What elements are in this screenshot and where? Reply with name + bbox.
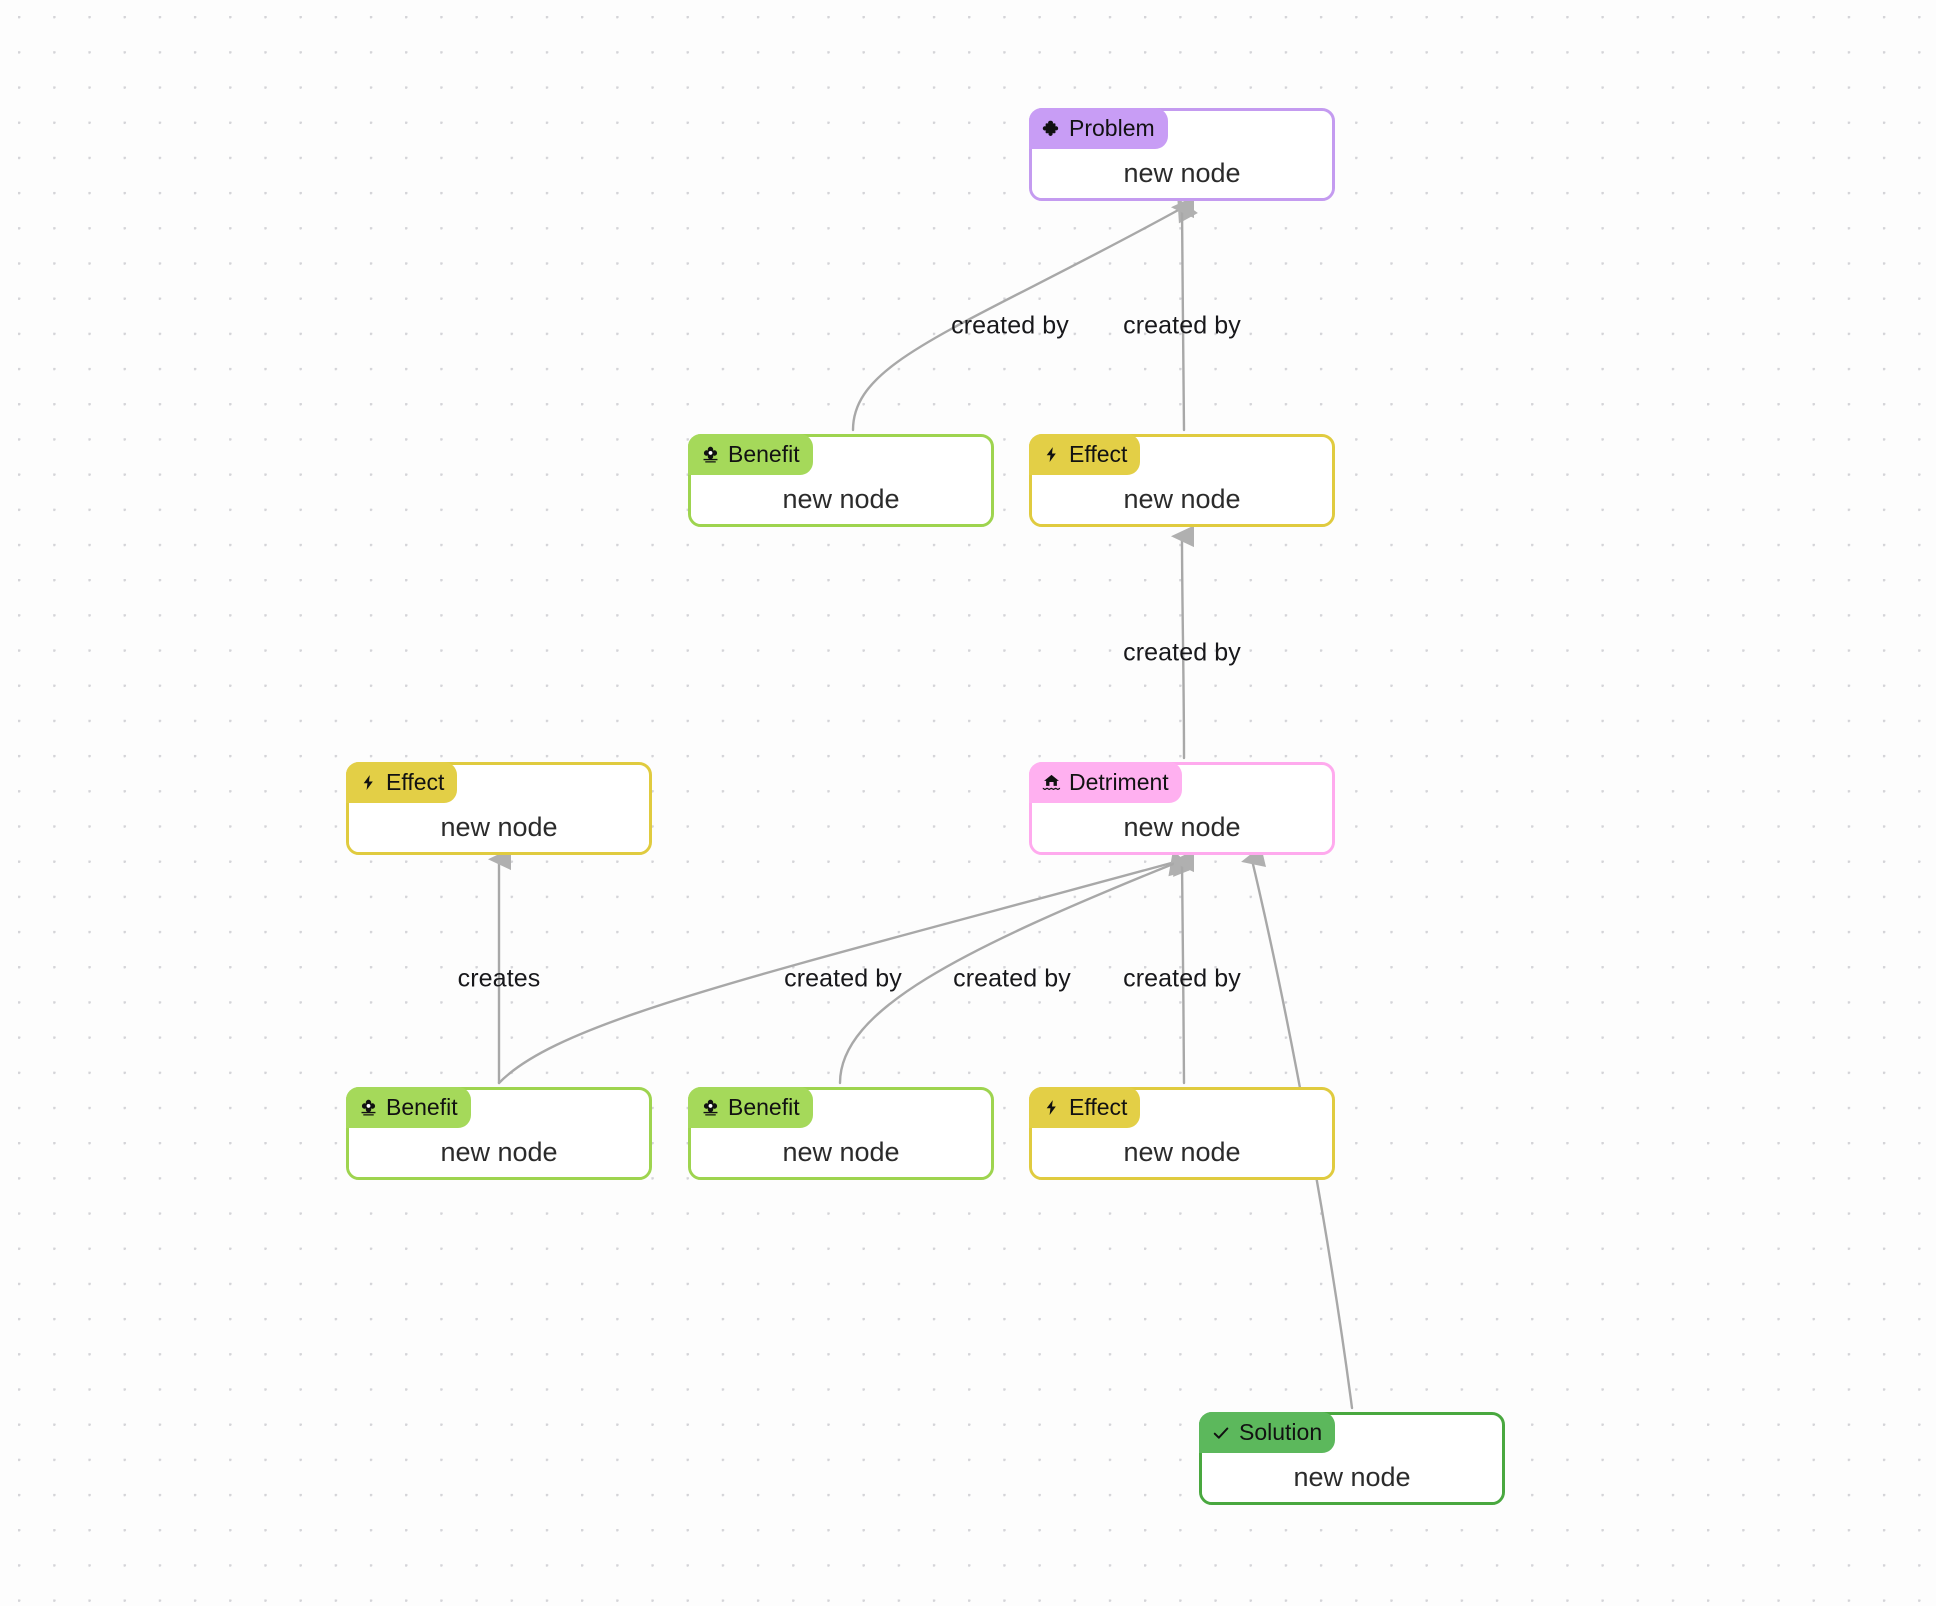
flower-icon — [700, 445, 720, 465]
node-problem[interactable]: new node Problem — [1029, 108, 1335, 201]
check-icon — [1211, 1423, 1231, 1443]
node-title[interactable]: new node — [1032, 475, 1332, 524]
node-title[interactable]: new node — [1202, 1453, 1502, 1502]
node-type-label: Problem — [1069, 115, 1155, 141]
edge-label[interactable]: created by — [1123, 964, 1241, 993]
puzzle-piece-icon — [1041, 119, 1061, 139]
node-type-label: Effect — [1069, 441, 1128, 467]
node-type-chip[interactable]: Detriment — [1029, 762, 1182, 803]
node-title[interactable]: new node — [1032, 803, 1332, 852]
node-type-label: Effect — [1069, 1094, 1128, 1120]
flower-icon — [700, 1098, 720, 1118]
lightning-bolt-icon — [358, 773, 378, 793]
lightning-bolt-icon — [1041, 445, 1061, 465]
node-benefit[interactable]: new node Benefit — [346, 1087, 652, 1180]
house-flood-icon — [1041, 773, 1061, 793]
node-solution[interactable]: new node Solution — [1199, 1412, 1505, 1505]
edge-label[interactable]: created by — [1123, 311, 1241, 340]
node-type-chip[interactable]: Effect — [346, 762, 458, 803]
node-type-label: Benefit — [728, 441, 800, 467]
flower-icon — [358, 1098, 378, 1118]
node-type-chip[interactable]: Effect — [1029, 434, 1141, 475]
node-title[interactable]: new node — [1032, 1128, 1332, 1177]
node-type-chip[interactable]: Benefit — [346, 1087, 471, 1128]
node-benefit[interactable]: new node Benefit — [688, 434, 994, 527]
node-benefit[interactable]: new node Benefit — [688, 1087, 994, 1180]
node-type-label: Benefit — [386, 1094, 458, 1120]
node-effect[interactable]: new node Effect — [1029, 1087, 1335, 1180]
node-type-chip[interactable]: Effect — [1029, 1087, 1141, 1128]
edge-label[interactable]: creates — [457, 964, 541, 993]
node-type-label: Benefit — [728, 1094, 800, 1120]
node-title[interactable]: new node — [349, 1128, 649, 1177]
node-title[interactable]: new node — [691, 1128, 991, 1177]
node-type-chip[interactable]: Problem — [1029, 108, 1168, 149]
node-title[interactable]: new node — [1032, 149, 1332, 198]
node-type-label: Effect — [386, 769, 445, 795]
edge-label[interactable]: created by — [953, 964, 1071, 993]
node-effect[interactable]: new node Effect — [1029, 434, 1335, 527]
node-type-label: Solution — [1239, 1419, 1323, 1445]
node-type-chip[interactable]: Benefit — [688, 434, 813, 475]
node-type-chip[interactable]: Solution — [1199, 1412, 1336, 1453]
lightning-bolt-icon — [1041, 1098, 1061, 1118]
node-title[interactable]: new node — [691, 475, 991, 524]
edge-label[interactable]: created by — [784, 964, 902, 993]
node-detriment[interactable]: new node Detriment — [1029, 762, 1335, 855]
node-type-chip[interactable]: Benefit — [688, 1087, 813, 1128]
node-type-label: Detriment — [1069, 769, 1169, 795]
edge-label[interactable]: created by — [1123, 638, 1241, 667]
edge-label[interactable]: created by — [951, 311, 1069, 340]
node-title[interactable]: new node — [349, 803, 649, 852]
node-effect[interactable]: new node Effect — [346, 762, 652, 855]
